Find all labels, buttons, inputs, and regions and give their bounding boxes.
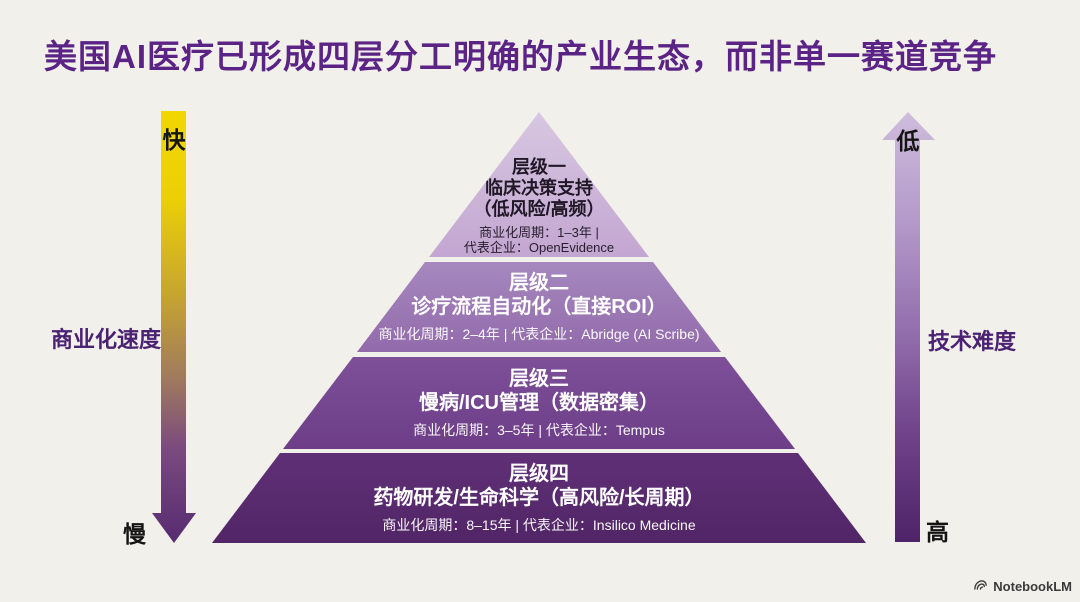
left-axis-bottom-cap: 慢 xyxy=(123,521,146,547)
right-axis-top-cap: 低 xyxy=(896,128,920,154)
level-2-name: 层级二 xyxy=(509,272,569,294)
pyramid-level-2: 层级二 诊疗流程自动化（直接ROI） 商业化周期：2–4年 | 代表企业：Abr… xyxy=(357,262,721,352)
level-4-info: 商业化周期：8–15年 | 代表企业：Insilico Medicine xyxy=(382,517,696,533)
level-4-subtitle: 药物研发/生命科学（高风险/长周期） xyxy=(373,487,705,509)
pyramid: 层级一 临床决策支持 （低风险/高频） 商业化周期：1–3年 | 代表企业：Op… xyxy=(212,112,866,543)
left-axis-top-cap: 快 xyxy=(162,127,186,153)
level-4-name: 层级四 xyxy=(509,463,569,485)
level-1-info-line2: 代表企业：OpenEvidence xyxy=(463,240,615,255)
right-axis-bottom-cap: 高 xyxy=(926,519,949,545)
page-title: 美国AI医疗已形成四层分工明确的产业生态，而非单一赛道竞争 xyxy=(44,38,997,75)
level-1-subtitle: 临床决策支持 xyxy=(485,178,593,198)
pyramid-level-4: 层级四 药物研发/生命科学（高风险/长周期） 商业化周期：8–15年 | 代表企… xyxy=(212,453,866,543)
level-2-info: 商业化周期：2–4年 | 代表企业：Abridge (AI Scribe) xyxy=(378,326,700,342)
level-1-subtitle2: （低风险/高频） xyxy=(473,199,605,219)
brand-watermark: NotebookLM xyxy=(973,579,1072,594)
level-1-name: 层级一 xyxy=(512,157,566,177)
level-1-info-line1: 商业化周期：1–3年 | xyxy=(479,225,599,240)
notebooklm-icon xyxy=(973,579,988,594)
right-axis-label: 技术难度 xyxy=(928,329,1017,354)
brand-name: NotebookLM xyxy=(993,579,1072,594)
left-axis-label: 商业化速度 xyxy=(51,327,162,352)
pyramid-level-3: 层级三 慢病/ICU管理（数据密集） 商业化周期：3–5年 | 代表企业：Tem… xyxy=(283,357,795,449)
level-3-info: 商业化周期：3–5年 | 代表企业：Tempus xyxy=(413,422,665,438)
pyramid-level-1: 层级一 临床决策支持 （低风险/高频） 商业化周期：1–3年 | 代表企业：Op… xyxy=(429,112,649,257)
level-3-name: 层级三 xyxy=(509,368,569,390)
level-2-subtitle: 诊疗流程自动化（直接ROI） xyxy=(411,296,667,318)
level-3-subtitle: 慢病/ICU管理（数据密集） xyxy=(419,392,659,414)
